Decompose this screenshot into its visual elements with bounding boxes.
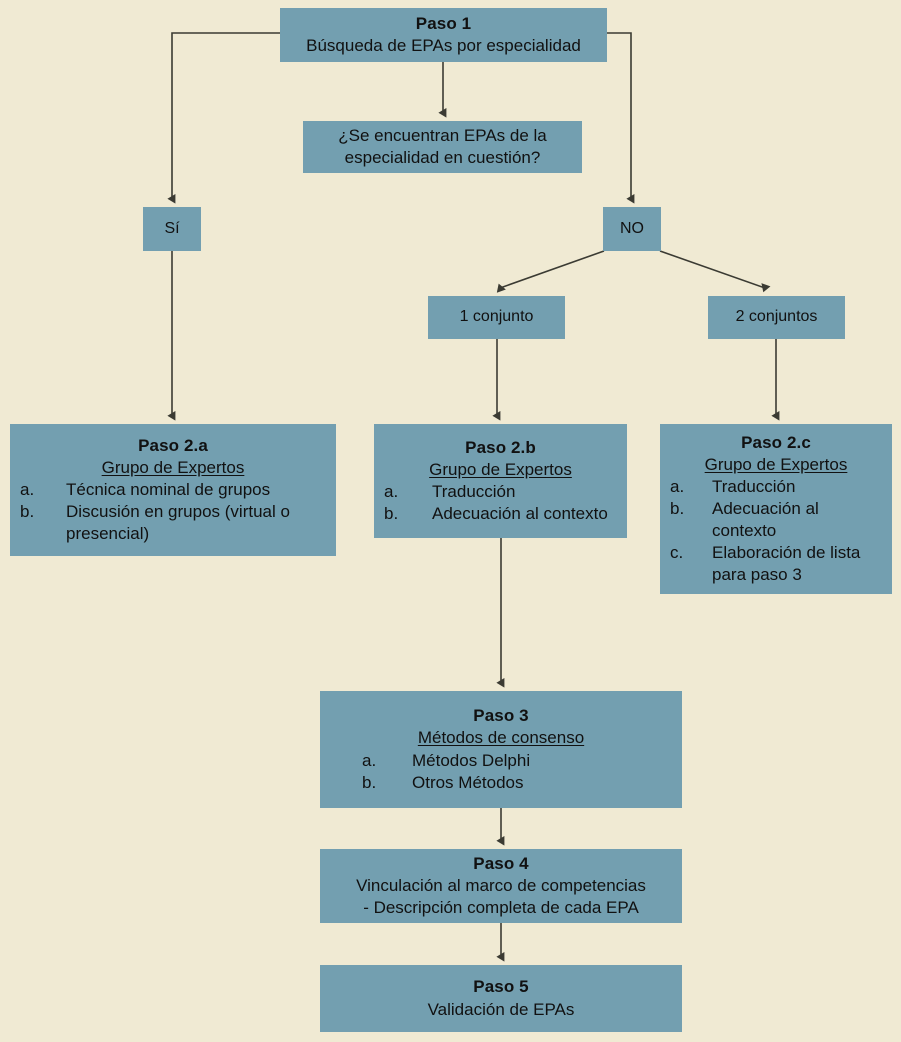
node-conjunto-2[interactable]: 2 conjuntos: [708, 296, 845, 339]
node-paso-3-subtitle: Métodos de consenso: [417, 728, 585, 748]
list-item: b. Adecuación al contexto: [384, 503, 617, 525]
node-paso-1[interactable]: Paso 1 Búsqueda de EPAs por especialidad: [280, 8, 607, 62]
node-paso-2a[interactable]: Paso 2.a Grupo de Expertos a. Técnica nom…: [10, 424, 336, 556]
node-paso-2b-title: Paso 2.b: [465, 437, 536, 457]
node-paso-2c-subtitle: Grupo de Expertos: [704, 454, 848, 474]
list-item-text: Adecuación al contexto: [712, 498, 819, 541]
list-item-marker: b.: [670, 498, 685, 518]
node-paso-5-line1: Validación de EPAs: [427, 999, 575, 1019]
node-paso-3[interactable]: Paso 3 Métodos de consenso a. Métodos Del…: [320, 691, 682, 808]
node-paso-2a-list: a. Técnica nominal de grupos b. Discusión e…: [20, 479, 326, 545]
node-conjunto-2-label: 2 conjuntos: [735, 308, 818, 326]
node-conjunto-1-label: 1 conjunto: [459, 308, 534, 326]
list-item: a. Métodos Delphi: [362, 750, 672, 772]
node-decision-question-line2: especialidad en cuestión?: [344, 148, 541, 167]
node-paso-3-title: Paso 3: [473, 706, 529, 726]
node-answer-no[interactable]: NO: [603, 207, 661, 251]
list-item-text: Adecuación al contexto: [432, 504, 608, 524]
node-paso-2c-title: Paso 2.c: [741, 432, 811, 452]
list-item-text: Traducción: [432, 482, 516, 501]
node-paso-2b-list: a. Traducción b. Adecuación al contexto: [384, 481, 617, 525]
node-paso-1-title: Paso 1: [415, 13, 472, 33]
node-paso-3-list: a. Métodos Delphi b. Otros Métodos: [330, 750, 672, 794]
node-paso-4-title: Paso 4: [473, 853, 529, 873]
list-item: a. Traducción: [384, 481, 617, 503]
list-item: a. Técnica nominal de grupos: [20, 479, 326, 501]
list-item-marker: a.: [362, 750, 377, 770]
node-answer-si[interactable]: Sí: [143, 207, 201, 251]
node-answer-si-label: Sí: [164, 219, 180, 237]
list-item: b. Otros Métodos: [362, 772, 672, 794]
list-item-text: Traducción: [712, 476, 796, 496]
list-item-text: Elaboración de lista para paso 3: [712, 543, 861, 585]
edge-paso1-to-si: [167, 32, 280, 204]
node-paso-5[interactable]: Paso 5 Validación de EPAs: [320, 965, 682, 1032]
node-paso-1-text: Búsqueda de EPAs por especialidad: [306, 36, 581, 55]
list-item-text: Técnica nominal de grupos: [66, 479, 271, 499]
list-item-marker: a.: [20, 479, 35, 499]
list-item-marker: b.: [20, 502, 35, 522]
node-paso-2c-list: a. Traducción b. Adecuación al contexto c. El…: [670, 476, 882, 586]
list-item: b. Adecuación al contexto: [670, 498, 882, 542]
list-item-text: Discusión en grupos (virtual o presencia…: [66, 502, 290, 544]
edge-paso1-to-no: [607, 32, 635, 204]
node-decision-question[interactable]: ¿Se encuentran EPAs de la especialidad e…: [303, 121, 582, 173]
node-paso-2a-subtitle: Grupo de Expertos: [101, 457, 245, 477]
node-paso-4[interactable]: Paso 4 Vinculación al marco de competenc…: [320, 849, 682, 923]
node-paso-4-line2: - Descripción completa de cada EPA: [363, 898, 639, 918]
node-conjunto-1[interactable]: 1 conjunto: [428, 296, 565, 339]
list-item-marker: b.: [384, 504, 399, 524]
edge-no-to-conjunto1: [496, 250, 605, 293]
node-answer-no-label: NO: [620, 219, 644, 237]
list-item-marker: a.: [384, 482, 399, 501]
list-item-marker: b.: [362, 772, 377, 792]
list-item: a. Traducción: [670, 476, 882, 498]
list-item-text: Métodos Delphi: [412, 750, 531, 770]
list-item-marker: a.: [670, 476, 685, 496]
node-paso-4-line1: Vinculación al marco de competencias: [356, 875, 646, 895]
list-item-marker: c.: [670, 543, 684, 563]
list-item-text: Otros Métodos: [412, 772, 524, 792]
node-paso-5-title: Paso 5: [473, 977, 529, 997]
node-decision-question-line1: ¿Se encuentran EPAs de la: [338, 125, 547, 145]
node-paso-2b[interactable]: Paso 2.b Grupo de Expertos a. Traducción b…: [374, 424, 627, 538]
node-paso-2b-subtitle: Grupo de Expertos: [429, 459, 572, 479]
edge-no-to-conjunto2: [659, 250, 771, 293]
node-paso-2a-title: Paso 2.a: [138, 435, 208, 455]
list-item: b. Discusión en grupos (virtual o presenc…: [20, 501, 326, 545]
list-item: c. Elaboración de lista para paso 3: [670, 542, 882, 586]
